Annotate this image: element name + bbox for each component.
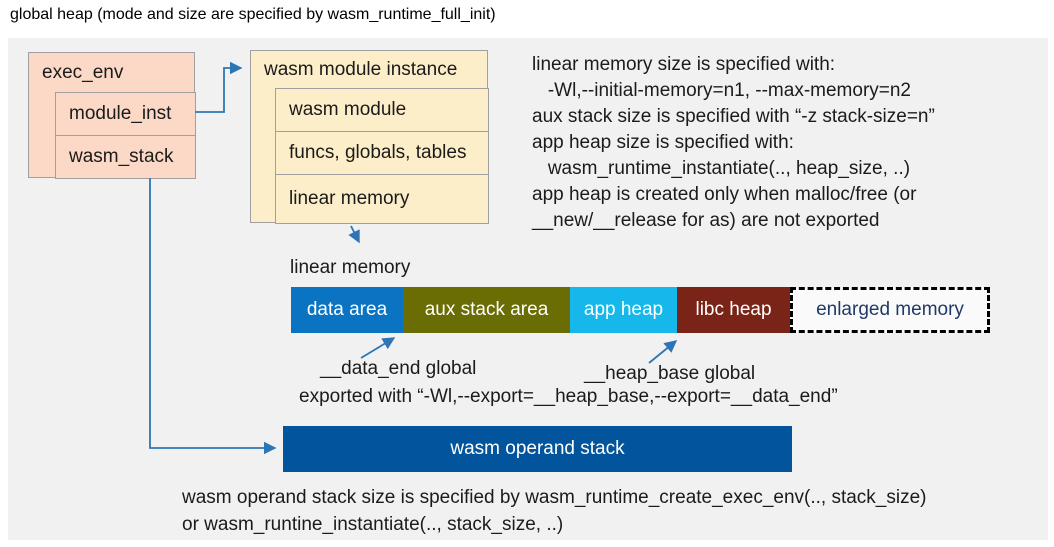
export-flags-line: exported with “-Wl,--export=__heap_base,…: [299, 386, 838, 407]
note-line: aux stack size is specified with “-z sta…: [532, 106, 935, 127]
note-line: app heap is created only when malloc/fre…: [532, 184, 917, 205]
diagram-title: global heap (mode and size are specified…: [10, 6, 496, 23]
exec-env-header: exec_env: [42, 62, 124, 83]
note-line: or wasm_runtine_instantiate(.., stack_si…: [182, 514, 564, 535]
exec-env-row-module-inst: module_inst: [55, 92, 196, 136]
note-line: wasm operand stack size is specified by …: [182, 487, 927, 508]
note-line: linear memory size is specified with:: [532, 54, 836, 75]
wasm-operand-stack-bar: wasm operand stack: [283, 426, 792, 472]
module-instance-row-wasm-module: wasm module: [275, 88, 489, 132]
linear-memory-bar: data area aux stack area app heap libc h…: [291, 287, 990, 333]
note-line: __new/__release for as) are not exported: [532, 210, 880, 231]
segment-libc-heap: libc heap: [677, 287, 790, 333]
data-end-global-label: __data_end global: [320, 358, 477, 379]
operand-stack-notes: wasm operand stack size is specified by …: [182, 484, 927, 538]
module-instance-box: wasm module instance wasm module funcs, …: [250, 50, 489, 224]
note-line: app heap size is specified with:: [532, 132, 794, 153]
linear-memory-notes: linear memory size is specified with: -W…: [532, 52, 935, 234]
heap-base-global-label: __heap_base global: [584, 363, 756, 384]
exec-env-box: exec_env module_inst wasm_stack: [28, 52, 196, 179]
segment-data-area: data area: [291, 287, 403, 333]
module-instance-header: wasm module instance: [264, 59, 458, 80]
module-instance-row-funcs-globals-tables: funcs, globals, tables: [275, 131, 489, 175]
note-line: -Wl,--initial-memory=n1, --max-memory=n2: [532, 80, 911, 101]
segment-app-heap: app heap: [570, 287, 677, 333]
segment-aux-stack-area: aux stack area: [403, 287, 570, 333]
linear-memory-label: linear memory: [290, 257, 411, 278]
wasm-operand-stack-label: wasm operand stack: [450, 438, 625, 459]
module-instance-row-linear-memory: linear memory: [275, 174, 489, 224]
exec-env-row-wasm-stack: wasm_stack: [55, 135, 196, 179]
segment-enlarged-memory: enlarged memory: [790, 287, 990, 333]
note-line: wasm_runtime_instantiate(.., heap_size, …: [532, 158, 911, 179]
